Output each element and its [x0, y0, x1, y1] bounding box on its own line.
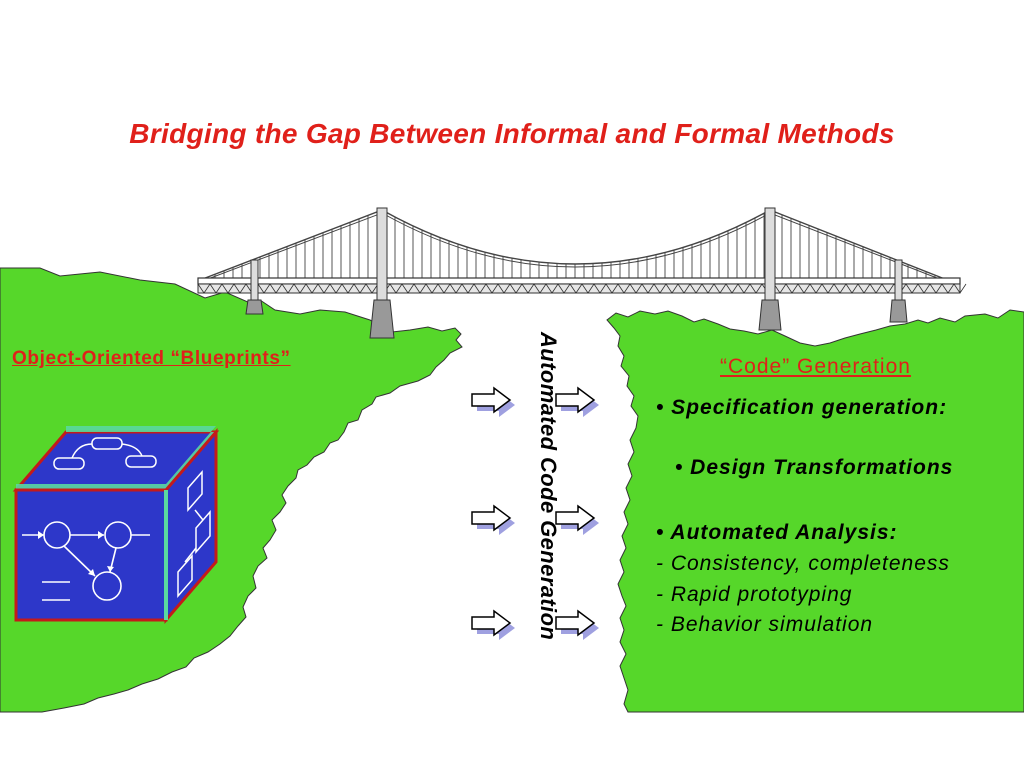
list-item-spec: • Specification generation:	[656, 396, 948, 419]
page-title: Bridging the Gap Between Informal and Fo…	[129, 118, 895, 149]
right-arrow-icon	[555, 386, 596, 414]
list-item-analysis: • Automated Analysis:	[656, 521, 898, 544]
right-arrow-icon	[555, 609, 596, 637]
list-item-simulation: - Behavior simulation	[656, 613, 874, 636]
list-item-prototyping: - Rapid prototyping	[656, 583, 853, 606]
tower-right	[764, 207, 776, 301]
vertical-label: Automated Code Generation	[536, 332, 561, 641]
list-item-consistency: - Consistency, completeness	[656, 552, 950, 575]
right-arrow-icon	[471, 504, 512, 532]
main-cable-1	[199, 209, 961, 286]
right-arrow-icon	[555, 504, 596, 532]
suspension-bridge-icon	[197, 207, 967, 339]
tower-left	[376, 207, 388, 301]
left-heading: Object-Oriented “Blueprints”	[12, 348, 291, 369]
arrow-group	[471, 386, 599, 640]
bridge-deck	[197, 277, 961, 285]
main-cable-2	[199, 212, 961, 288]
cube-front	[14, 488, 168, 622]
pier-left	[369, 299, 395, 339]
list-item-design: • Design Transformations	[675, 456, 954, 479]
right-heading: “Code” Generation	[720, 355, 911, 378]
right-arrow-icon	[471, 609, 512, 637]
right-arrow-icon	[471, 386, 512, 414]
object-model-cube-icon	[12, 426, 220, 625]
pier-right	[758, 299, 782, 331]
right-land	[606, 309, 1024, 713]
